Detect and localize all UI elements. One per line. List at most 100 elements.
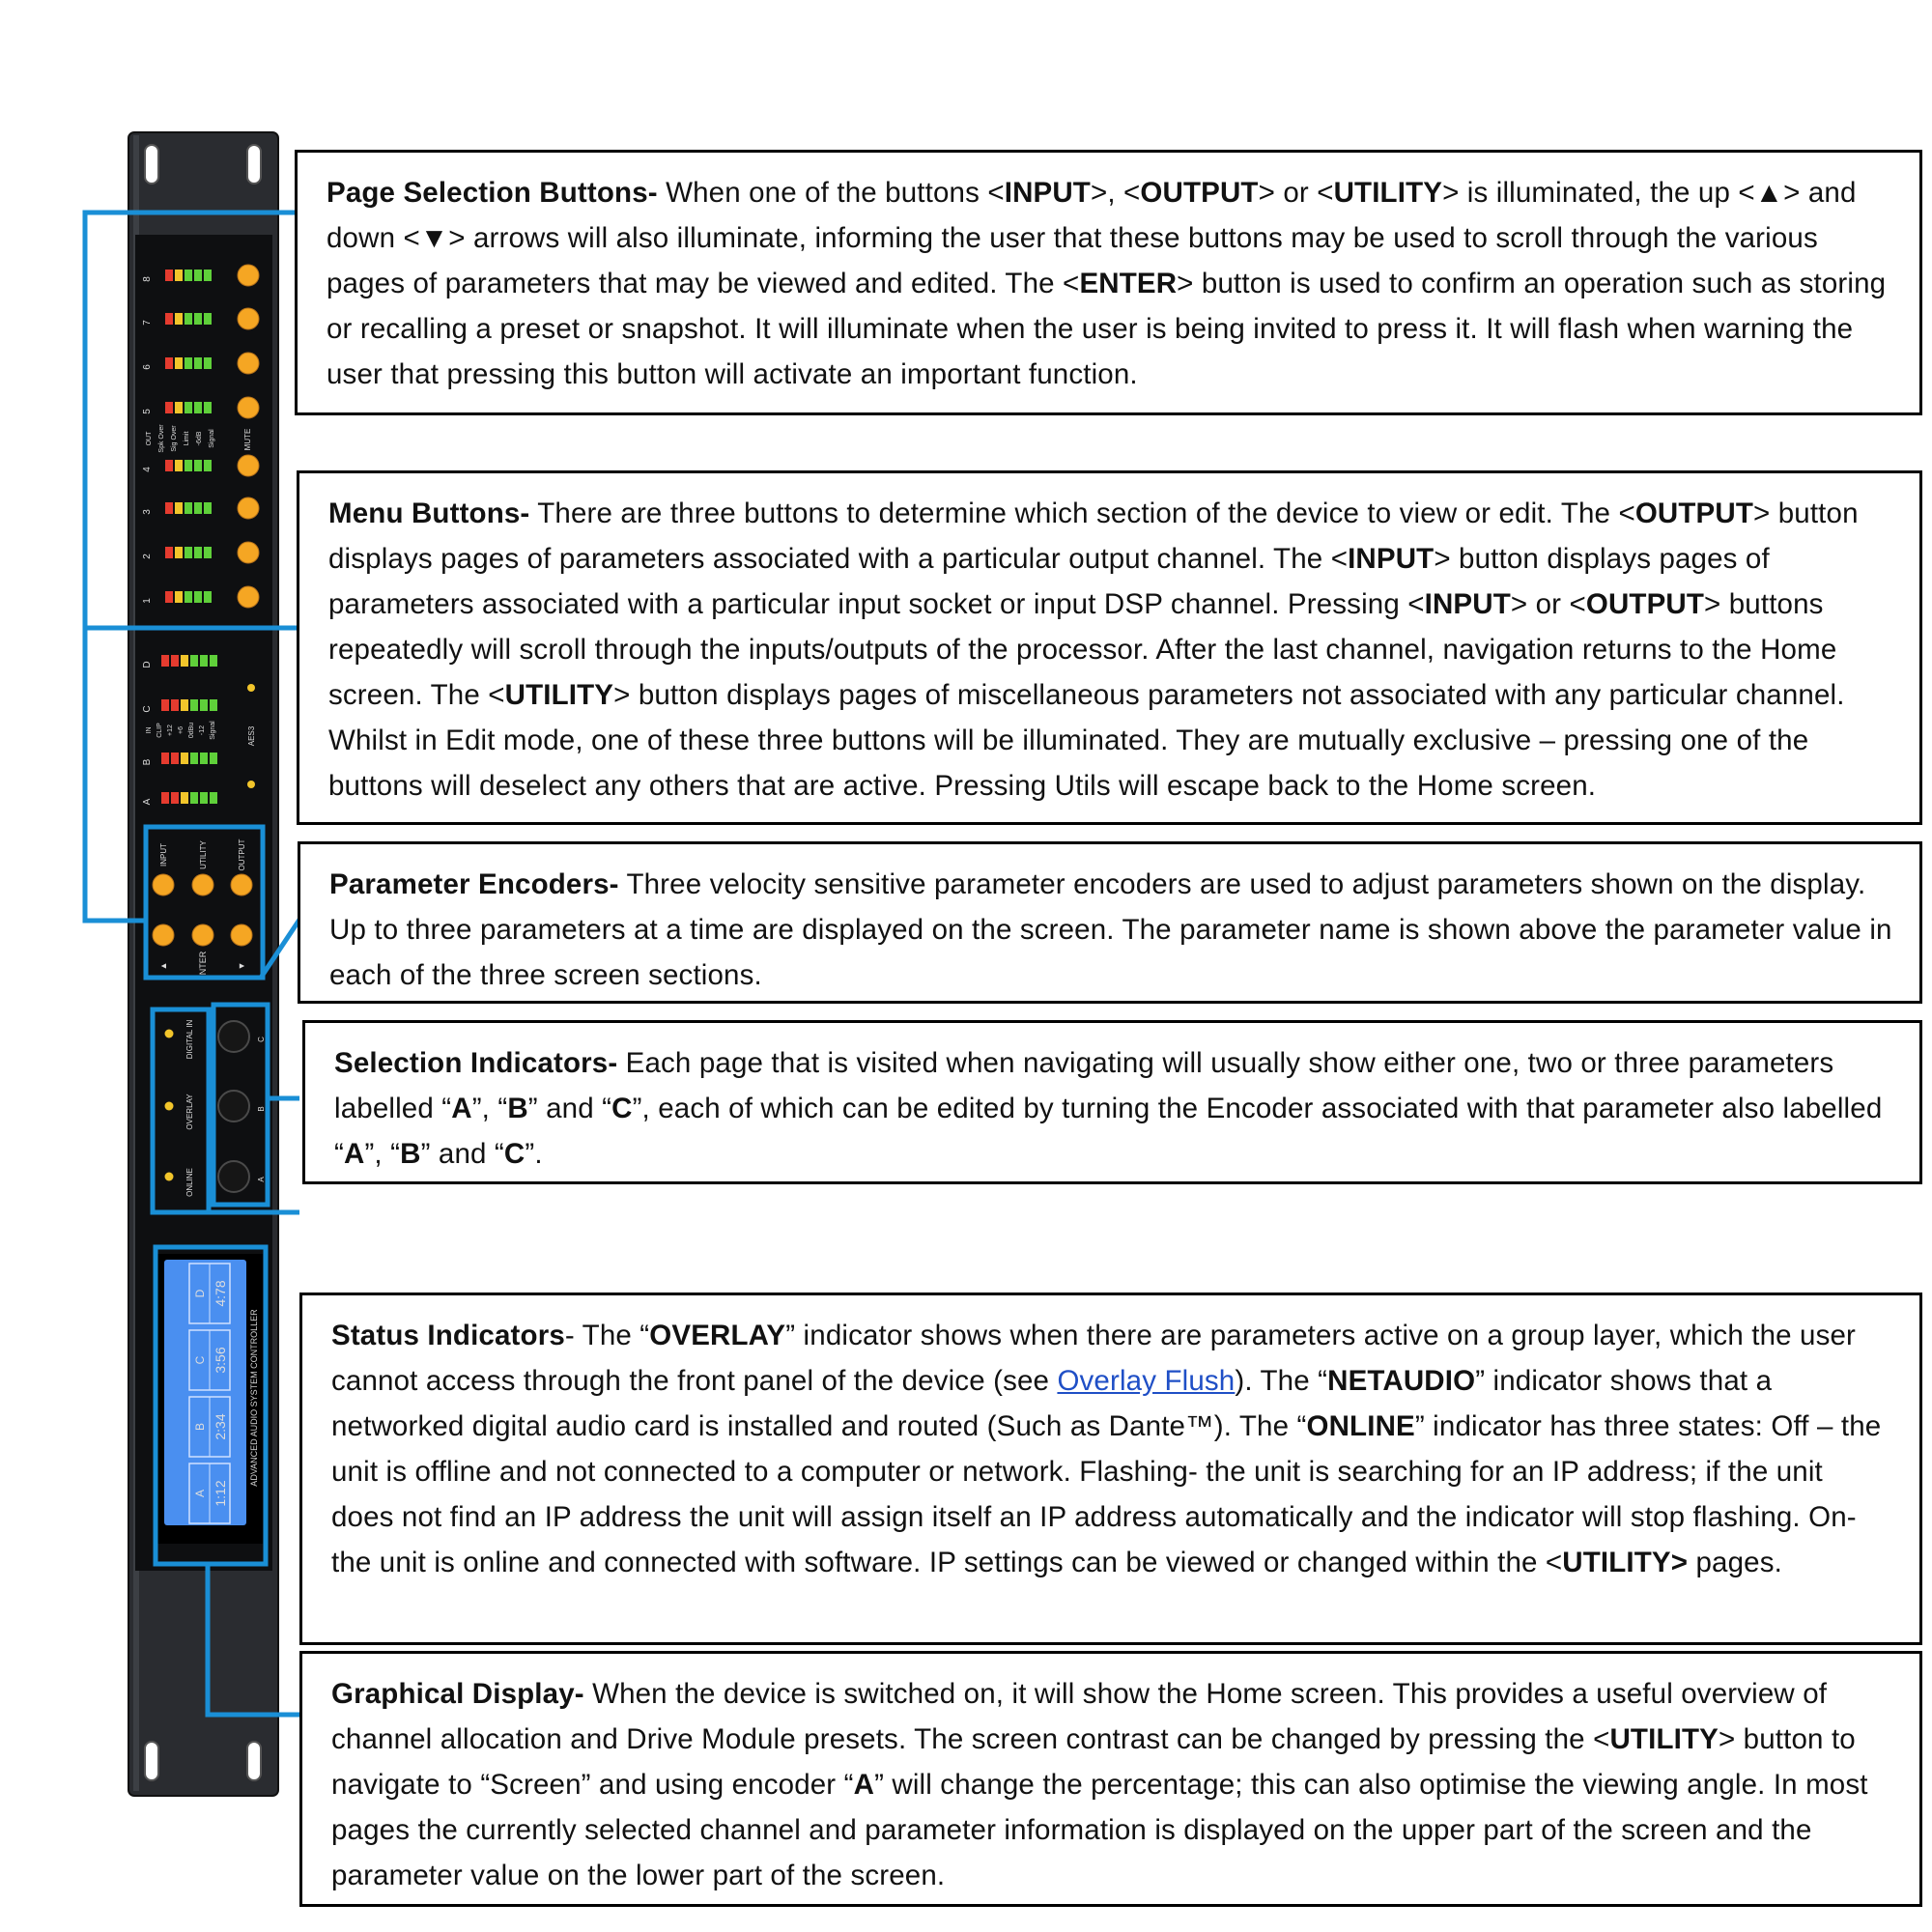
meter-segment [204,357,212,369]
input-channel-letter: A [142,798,153,805]
body-text: > button displays pages of parameters as… [328,497,1859,575]
meter-segment [165,502,173,514]
mute-button [237,454,260,477]
meter-segment [175,357,183,369]
section-heading: Status Indicators [331,1320,565,1351]
graphical-display-callout [205,1564,299,1718]
meter-segment [210,655,217,667]
menu-buttons-box: Menu Buttons- There are three buttons to… [297,470,1922,825]
legend-label: 0dBu [188,723,195,738]
graphical-display-box: Graphical Display- When the device is sw… [299,1651,1922,1907]
section-heading: Selection Indicators- [334,1047,618,1079]
nav-button [191,923,214,947]
status-indicators-highlight [150,1007,212,1215]
section-heading: Graphical Display- [331,1678,584,1710]
body-text: - The “ [564,1320,650,1351]
meter-segment [171,753,179,764]
meter-segment [165,270,173,281]
nav-button-label: ENTER [198,951,208,980]
page-selection-buttons-box: Page Selection Buttons- When one of the … [295,150,1922,415]
meter-segment [175,402,183,413]
legend-label: +6 [178,726,185,734]
meter-segment [175,460,183,471]
body-text: > or < [1258,177,1334,209]
bold-text: INPUT [1424,588,1511,620]
meter-segment [171,792,179,804]
encoder-label: B [257,1106,266,1111]
status-indicators-callout [209,1209,299,1215]
body-text: ”, each of which can be edited by turnin… [334,1093,1883,1170]
rack-hole [246,1741,262,1781]
nav-button [230,923,253,947]
meter-segment [161,753,169,764]
meter-segment [194,313,202,325]
legend-label: OUT [146,431,153,446]
bold-text: UTILITY [504,679,614,711]
bold-text: UTILITY> [1562,1547,1689,1578]
status-led [164,1172,174,1181]
legend-label: -6dB [196,431,203,445]
body-text: > buttons repeatedly will scroll through… [328,588,1837,711]
meter-segment [185,402,192,413]
meter-segment [200,655,208,667]
meter-segment [194,402,202,413]
body-text: ”. [525,1138,543,1170]
meter-segment [190,792,198,804]
channel-number: 4 [142,467,153,472]
meter-segment [194,357,202,369]
body-text: ” will change the percentage; this can a… [331,1769,1868,1891]
bold-text: B [507,1093,528,1124]
body-text: When the device is switched on, it will … [331,1678,1828,1755]
meter-segment [204,460,212,471]
legend-label: Limit [184,432,190,446]
bold-text: OUTPUT [1140,177,1259,209]
overlay-flush-link[interactable]: Overlay Flush [1057,1365,1236,1397]
body-text: ” indicator shows when there are paramet… [331,1320,1857,1397]
parameter-encoders: CBA [217,1020,266,1193]
selection-indicators-box: Selection Indicators- Each page that is … [302,1020,1922,1184]
meter-segment [165,402,173,413]
body-text: ). The “ [1235,1365,1328,1397]
bold-text: OVERLAY [649,1320,786,1351]
rack-hole [144,1741,159,1781]
body-text: > button is used to confirm an operation… [327,268,1887,390]
meter-segment [185,357,192,369]
meter-segment [194,270,202,281]
body-text: Three velocity sensitive parameter encod… [329,868,1892,991]
bold-text: C [503,1138,526,1170]
bold-text: OUTPUT [1585,588,1705,620]
nav-button-label: ▲ [158,962,168,971]
meter-segment [210,753,217,764]
body-text: > is illuminated, the up < [1442,177,1755,209]
lcd-channel-name: D [193,1289,207,1297]
meter-segment [181,699,188,711]
legend-label: -12 [199,725,206,735]
encoder-knob [217,1020,250,1053]
meter-segment [175,591,183,603]
body-text: ”, “ [364,1138,401,1170]
meter-segment [190,655,198,667]
parameter-encoders-box: Parameter Encoders- Three velocity sensi… [298,841,1922,1004]
encoders-callout [258,915,299,980]
legend-label: Signal [210,721,216,740]
meter-segment [194,502,202,514]
meter-segment [210,699,217,711]
meter-segment [165,313,173,325]
meter-segment [204,502,212,514]
bold-text: B [400,1138,421,1170]
aes3-led [247,684,255,692]
body-text: pages. [1688,1547,1782,1578]
meter-segment [204,402,212,413]
status-led [164,1029,174,1038]
menu-button [152,873,175,896]
up-arrow-icon: ▲ [1754,177,1784,209]
legend-label: Signal [209,429,215,448]
section-heading: Page Selection Buttons- [327,177,658,209]
status-indicator-label: OVERLAY [185,1094,194,1130]
meter-segment [204,313,212,325]
